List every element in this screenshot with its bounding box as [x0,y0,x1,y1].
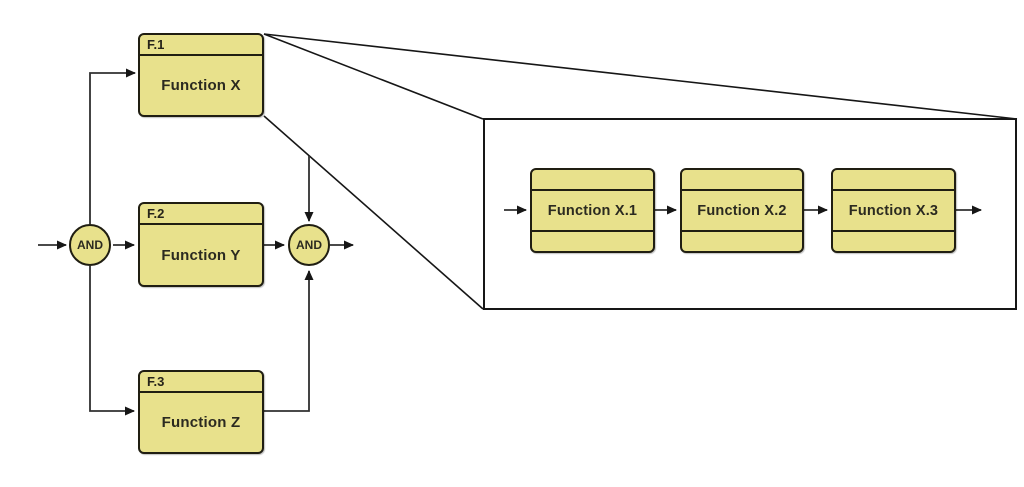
and-gate-right-label: AND [296,238,322,252]
callout-line-middle [263,33,484,120]
and-gate-left: AND [69,224,111,266]
detail-block-x3-label: Function X.3 [848,202,939,219]
function-block-f2-label: Function Y [161,246,241,264]
function-block-f1: F.1 Function X [138,33,264,117]
function-block-f3-id: F.3 [140,372,262,393]
and-gate-left-label: AND [77,238,103,252]
detail-block-x2-top-band [682,170,802,191]
detail-block-x2: Function X.2 [680,168,804,253]
left-and-to-f1-connector [89,68,136,224]
f3-to-right-and-connector [263,270,314,412]
and-gate-right: AND [288,224,330,266]
detail-block-x2-bottom-band [682,230,802,251]
detail-block-x1-bottom-band [532,230,653,251]
function-block-f3: F.3 Function Z [138,370,264,454]
function-block-f3-label: Function Z [161,414,241,431]
detail-block-x1-label: Function X.1 [547,202,638,219]
detail-block-x3-top-band [833,170,954,191]
detail-block-x1: Function X.1 [530,168,655,253]
detail-block-x1-top-band [532,170,653,191]
callout-line-top [263,33,1018,120]
function-block-f1-label: Function X [161,77,241,94]
function-block-f2-id: F.2 [140,204,262,225]
function-block-f2: F.2 Function Y [138,202,264,287]
function-block-f1-id: F.1 [140,35,262,56]
callout-line-bottom [263,115,484,310]
left-and-to-f3-connector [89,266,135,416]
detail-block-x3: Function X.3 [831,168,956,253]
detail-block-x2-label: Function X.2 [697,202,787,219]
detail-block-x3-bottom-band [833,230,954,251]
